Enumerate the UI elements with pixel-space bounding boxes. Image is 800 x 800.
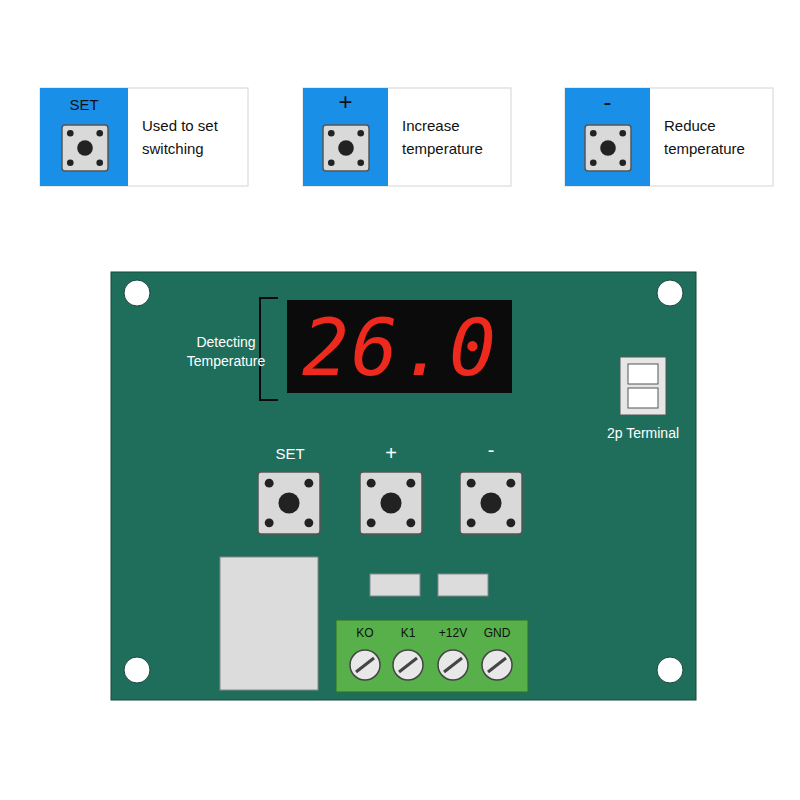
button-cap (480, 492, 501, 513)
bracket (260, 298, 278, 400)
button-description: Used to set switching (142, 114, 242, 160)
button-description: Increase temperature (402, 114, 505, 160)
button-label: + (385, 442, 397, 465)
button-pin (67, 130, 74, 137)
screws (350, 650, 512, 680)
button-pin (619, 130, 626, 137)
button-label: - (488, 439, 495, 462)
button-pin (506, 518, 515, 527)
board-buttons (258, 472, 522, 534)
button-pin (367, 479, 376, 488)
button-pin (304, 518, 313, 527)
key-card: + Increase temperature (303, 88, 511, 186)
button-cap (600, 140, 616, 156)
button-name: - (565, 88, 650, 116)
button-name: + (303, 88, 388, 116)
card-graphics (40, 88, 773, 186)
button-pin (96, 130, 103, 137)
button-pin (304, 479, 313, 488)
display (287, 300, 512, 393)
screw (393, 650, 423, 680)
button-pin (467, 518, 476, 527)
button-pin (467, 479, 476, 488)
button-cap (380, 492, 401, 513)
button-pin (357, 159, 364, 166)
button-pin (406, 518, 415, 527)
pcb (111, 272, 696, 700)
smd-part (370, 574, 420, 596)
screw-slot (488, 658, 506, 672)
button-pin (619, 159, 626, 166)
button-pin (265, 518, 274, 527)
button-label: SET (275, 445, 304, 462)
button-body (585, 125, 631, 171)
screw-slot (356, 658, 374, 672)
screw (482, 650, 512, 680)
display-caption: Detecting Temperature (171, 333, 281, 371)
relay (220, 557, 318, 690)
button-pin (96, 159, 103, 166)
button-pin (357, 130, 364, 137)
screw-slot (444, 658, 462, 672)
pin-name: KO (356, 626, 373, 640)
button-body (460, 472, 522, 534)
pin-name: +12V (439, 626, 467, 640)
key-card: -Reduce temperature (565, 88, 773, 186)
terminal-block (336, 620, 528, 692)
button-body (62, 125, 108, 171)
key-card: SET Used to set switching (40, 88, 248, 186)
pin-name: GND (484, 626, 511, 640)
button-name: SET (40, 96, 128, 113)
button-body (360, 472, 422, 534)
button-pin (506, 479, 515, 488)
button-pin (265, 479, 274, 488)
button-pin (67, 159, 74, 166)
screw-slot (399, 658, 417, 672)
button-pin (367, 518, 376, 527)
screw (350, 650, 380, 680)
button-description: Reduce temperature (664, 114, 767, 160)
button-cap (338, 140, 354, 156)
button-pin (328, 130, 335, 137)
button-pin (328, 159, 335, 166)
smd-part (438, 574, 488, 596)
two-pin-terminal (620, 357, 666, 415)
button-body (323, 125, 369, 171)
button-cap (77, 140, 93, 156)
button-body (258, 472, 320, 534)
button-pin (406, 479, 415, 488)
button-cap (278, 492, 299, 513)
button-pin (590, 159, 597, 166)
pin-name: K1 (401, 626, 416, 640)
button-pin (590, 130, 597, 137)
screw (438, 650, 468, 680)
display-digits: 26.0 (302, 303, 498, 393)
terminal-label: 2p Terminal (607, 425, 679, 441)
